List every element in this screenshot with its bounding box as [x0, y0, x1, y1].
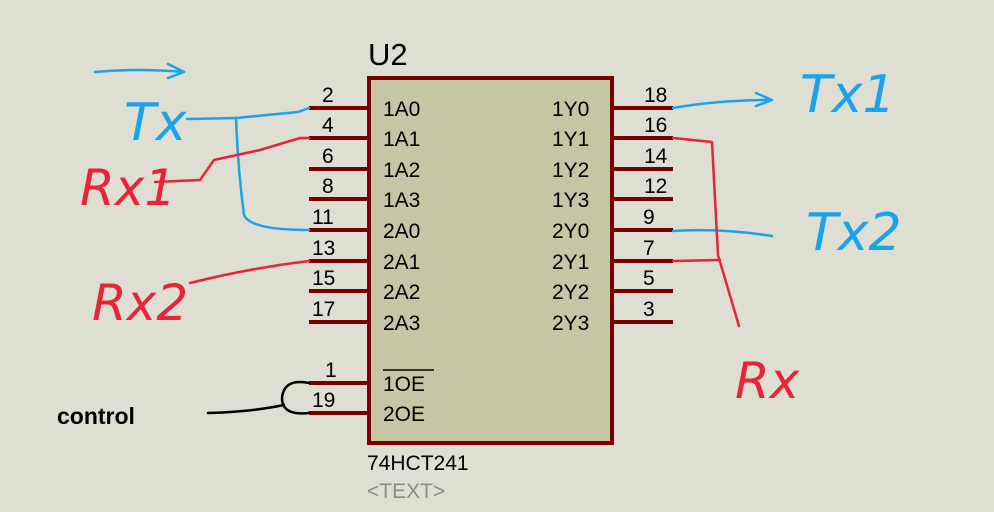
pin-name: 1Y0: [552, 98, 589, 121]
control-wire: [206, 380, 311, 415]
red-wires: [153, 136, 741, 328]
pin-name: 2Y3: [552, 312, 589, 335]
rx2-label: Rx2: [92, 274, 188, 332]
pin-number: 1: [325, 359, 337, 382]
pin-name: 1A2: [383, 159, 420, 182]
pin-name: 2A3: [383, 312, 420, 335]
pin-number: 7: [643, 237, 655, 260]
pin-name: 1Y3: [552, 189, 589, 212]
pin-number: 9: [643, 206, 655, 229]
pin-number: 14: [644, 145, 668, 168]
rx2-wire: [188, 259, 311, 285]
tx-wire: [185, 106, 311, 121]
left-pins: 2 4 6 8 11 13 15 17 1A0 1A1 1A2 1A3 2A0 …: [309, 84, 420, 335]
pin-number: 16: [644, 114, 667, 137]
pin-name: 1A1: [383, 128, 420, 151]
rx-branch-wire: [671, 258, 722, 263]
control-label: control: [57, 403, 135, 429]
tx1-wire: [671, 98, 772, 110]
pin-number: 12: [644, 175, 667, 198]
rx-label: Rx: [735, 352, 800, 410]
pin-name: 2A2: [383, 281, 420, 304]
pin-number: 8: [322, 175, 334, 198]
pin-name: 1Y1: [552, 128, 589, 151]
pin-number: 18: [644, 84, 667, 107]
pin-name: 2Y0: [552, 220, 589, 243]
arrow-head: [754, 91, 774, 108]
rx-wire: [671, 136, 741, 328]
pin-number: 11: [312, 206, 334, 229]
pin-number: 6: [322, 145, 334, 168]
pin-name: 2OE: [383, 403, 425, 426]
arrow-head: [166, 62, 186, 80]
chip-part-label: 74HCT241: [367, 452, 469, 475]
pin-name: 1OE: [383, 373, 425, 396]
pin-number: 17: [312, 298, 335, 321]
enable-pins: 1 19 1OE 2OE: [309, 359, 434, 426]
pin-name: 2A1: [383, 251, 420, 274]
chip-ref-label: U2: [368, 37, 408, 72]
pin-name: 1A0: [383, 98, 420, 121]
blue-wires: [93, 62, 774, 238]
pin-name: 2A0: [383, 220, 420, 243]
pin-number: 2: [322, 84, 334, 107]
right-pins: 18 16 14 12 9 7 5 3 1Y0 1Y1 1Y2 1Y3 2Y0 …: [552, 84, 673, 335]
rx1-wire: [153, 136, 311, 184]
pin-number: 19: [312, 389, 335, 412]
chip-text-placeholder: <TEXT>: [367, 480, 445, 503]
pin-name: 1A3: [383, 189, 420, 212]
pin-name: 1Y2: [552, 159, 589, 182]
rx1-label: Rx1: [80, 159, 176, 217]
tx-branch-wire: [234, 116, 311, 232]
pin-name: 2Y1: [552, 251, 589, 274]
tx2-label: Tx2: [806, 203, 902, 263]
control-line: [206, 403, 286, 415]
pin-number: 5: [643, 267, 655, 290]
tx2-wire: [671, 228, 774, 238]
pin-number: 15: [312, 267, 335, 290]
pin-number: 3: [643, 298, 655, 321]
pin-name: 2Y2: [552, 281, 589, 304]
arrow-line: [93, 68, 185, 74]
enable-loop: [280, 380, 311, 415]
tx1-label: Tx1: [800, 65, 896, 125]
tx-label: Tx: [124, 93, 188, 153]
pin-number: 4: [322, 114, 334, 137]
pin-number: 13: [312, 237, 335, 260]
chip-body[interactable]: [367, 76, 614, 445]
